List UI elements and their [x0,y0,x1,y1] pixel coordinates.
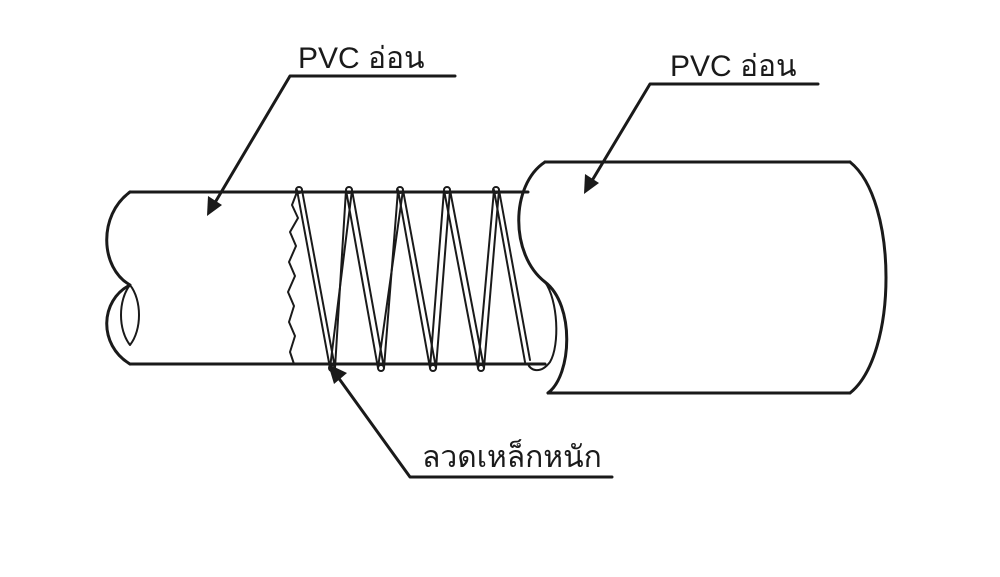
label-steel-wire: ลวดเหล็กหนัก [422,438,602,474]
leader-inner-pvc [207,74,457,216]
outer-pvc-jacket [517,160,888,395]
leader-steel-wire [328,364,614,479]
leader-outer-pvc [584,82,820,194]
label-soft-pvc-inner: PVC อ่อน [298,42,425,75]
cut-edge [287,191,299,365]
inner-pvc-tube [105,190,547,366]
label-soft-pvc-outer: PVC อ่อน [670,50,797,83]
steel-wire-helix [295,186,531,372]
